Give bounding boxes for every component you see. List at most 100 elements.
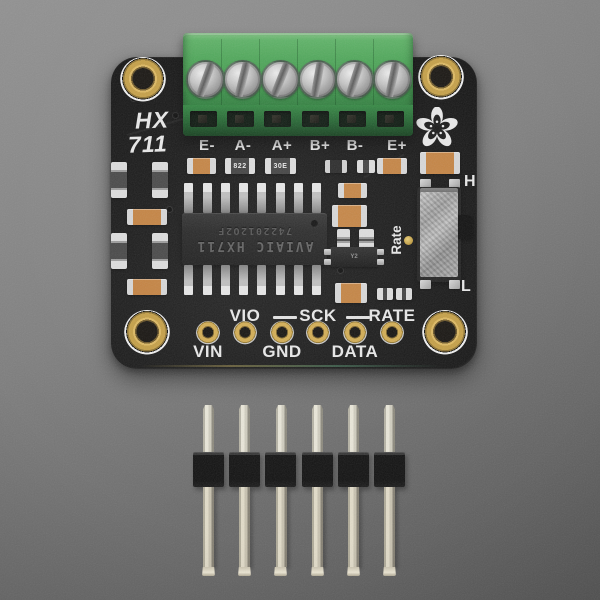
- wire-opening: [227, 111, 254, 127]
- header-pin-tip: [347, 567, 360, 576]
- transistor-leg: [324, 249, 331, 255]
- resistor: [396, 288, 412, 300]
- pin-label-vin: VIN: [193, 342, 223, 361]
- terminal-label-b-plus: B+: [309, 137, 331, 154]
- header-pin-bottom: [203, 487, 214, 567]
- transistor-sot23: Y2: [324, 247, 384, 267]
- ic-pin: [239, 265, 248, 295]
- terminal-screw-1: [186, 60, 225, 99]
- dark-resistor: [325, 160, 347, 173]
- ic-pin: [221, 183, 230, 213]
- terminal-label-e-minus: E-: [199, 137, 215, 154]
- via-dot: [338, 268, 343, 273]
- mounting-hole-bottom-right: [422, 310, 468, 356]
- transistor-marking: Y2: [350, 254, 358, 260]
- terminal-screw-2: [223, 60, 262, 99]
- ic-marking-line1: AVIAIC HX711: [195, 238, 314, 253]
- terminal-label-a-minus: A-: [234, 137, 252, 154]
- board-title-line1: HX: [134, 106, 170, 134]
- resistor-vertical: [152, 162, 168, 198]
- header-pin-bottom: [348, 487, 359, 567]
- header-pin-tip: [202, 567, 215, 576]
- wire-opening: [302, 111, 329, 127]
- header-pin-top: [276, 405, 287, 452]
- header-pin-spacer: [229, 452, 260, 487]
- resistor-marking: 30E: [273, 162, 288, 170]
- terminal-screw-3: [261, 60, 300, 99]
- header-pin-spacer: [374, 452, 405, 487]
- ic-pin: [184, 265, 193, 295]
- ic-marking-text: AVIAIC HX711 7422012O2F: [182, 213, 327, 265]
- terminal-screw-6: [373, 60, 412, 99]
- mounting-hole-top-right: [418, 55, 464, 101]
- terminal-screw-5: [335, 60, 374, 99]
- header-pin-top: [384, 405, 395, 452]
- ic-pin: [203, 183, 212, 213]
- adafruit-flower-logo: [416, 107, 458, 147]
- ic-pin: [257, 265, 266, 295]
- resistor-vertical: [111, 233, 127, 269]
- capacitor: [187, 158, 216, 174]
- header-pin-tip: [311, 567, 324, 576]
- resistor-30e: 30E: [265, 158, 296, 174]
- breakout-hole-vio: [233, 321, 257, 345]
- switch-high-label: H: [464, 173, 476, 190]
- transistor-leg: [377, 259, 384, 265]
- header-pin-bottom: [239, 487, 250, 567]
- resistor: [357, 160, 375, 173]
- pin-label-gnd: GND: [262, 342, 302, 361]
- screw-terminal-block: [183, 33, 413, 136]
- hx711-breakout-board: HX 711 E- A- A+ B+ B- E+ 822 30E: [111, 33, 477, 369]
- header-pin-strip: [185, 400, 415, 585]
- breakout-hole-sck: [306, 321, 330, 345]
- header-pin-spacer: [302, 452, 333, 487]
- header-pin-spacer: [338, 452, 369, 487]
- transistor-leg: [377, 249, 384, 255]
- resistor-marking: 822: [233, 162, 247, 170]
- breakout-hole-rate: [380, 321, 404, 345]
- ic-pin1-dimple: [311, 220, 318, 227]
- ic-pin: [312, 265, 321, 295]
- screw-slot: [344, 62, 365, 97]
- wire-opening: [339, 111, 366, 127]
- ic-pin: [239, 183, 248, 213]
- capacitor: [377, 158, 407, 174]
- transistor-leg: [324, 259, 331, 265]
- ic-pin: [294, 265, 303, 295]
- capacitor-large: [332, 205, 367, 227]
- solder-pad: [449, 280, 460, 289]
- pin-label-data: DATA: [331, 342, 379, 361]
- screw-slot: [233, 62, 252, 97]
- terminal-label-a-plus: A+: [271, 137, 293, 154]
- screw-slot: [384, 62, 401, 97]
- via-dot: [167, 207, 172, 212]
- ic-pin: [257, 183, 266, 213]
- resistor: [377, 288, 393, 300]
- ic-pin: [276, 183, 285, 213]
- screw-slot: [269, 62, 292, 97]
- header-pin-top: [203, 405, 214, 452]
- header-pin-spacer: [193, 452, 224, 487]
- ic-pin: [203, 265, 212, 295]
- gold-test-point: [404, 236, 413, 245]
- header-pin-top: [312, 405, 323, 452]
- mounting-hole-bottom-left: [124, 310, 170, 356]
- ic-pin: [312, 183, 321, 213]
- wire-opening: [377, 111, 404, 127]
- resistor-vertical: [152, 233, 168, 269]
- capacitor-large: [420, 152, 460, 174]
- capacitor: [335, 283, 367, 303]
- rate-slide-switch: [420, 192, 458, 277]
- hx711-ic-chip: AVIAIC HX711 7422012O2F: [182, 213, 327, 265]
- terminal-screw-4: [298, 60, 337, 99]
- ic-pin: [276, 265, 285, 295]
- terminal-label-b-minus: B-: [346, 137, 364, 154]
- wire-opening: [264, 111, 291, 127]
- wire-opening: [190, 111, 217, 127]
- header-pin-tip: [238, 567, 251, 576]
- solder-pad: [420, 280, 431, 289]
- header-pin-tip: [383, 567, 396, 576]
- header-pin-bottom: [384, 487, 395, 567]
- resistor-vertical: [111, 162, 127, 198]
